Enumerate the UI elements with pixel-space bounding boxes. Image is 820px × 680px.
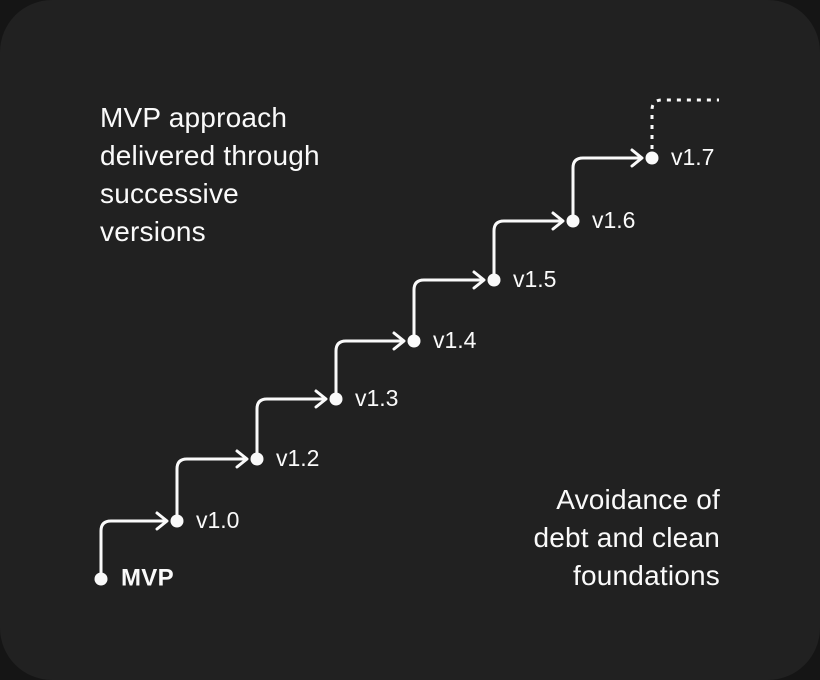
- step-dot: [487, 273, 501, 287]
- step-dot: [645, 151, 659, 165]
- step-label-v1-0: v1.0: [196, 506, 240, 533]
- step-dot: [94, 572, 108, 586]
- step-connector: [571, 156, 642, 223]
- step-label-v1-2: v1.2: [276, 444, 320, 471]
- diagram-title: MVP approach delivered through successiv…: [100, 99, 320, 251]
- arrowhead-icon: [630, 148, 644, 168]
- note-line: debt and clean: [533, 522, 720, 553]
- arrowhead-icon: [155, 511, 169, 531]
- step-label-mvp: MVP: [121, 564, 174, 592]
- step-connector: [175, 457, 247, 523]
- step-dot: [329, 392, 343, 406]
- step-connector: [334, 339, 404, 401]
- step-label-v1-5: v1.5: [513, 265, 557, 292]
- step-connector: [412, 278, 484, 343]
- arrowhead-icon: [235, 449, 249, 469]
- future-dashed-connector: [650, 98, 719, 149]
- step-connector: [492, 219, 563, 282]
- arrowhead-icon: [472, 270, 486, 290]
- step-dot: [407, 334, 421, 348]
- step-label-v1-7: v1.7: [671, 143, 715, 170]
- note-line: foundations: [573, 560, 720, 591]
- step-dot: [566, 214, 580, 228]
- arrowhead-icon: [392, 331, 406, 351]
- diagram-note: Avoidance of debt and clean foundations: [533, 481, 720, 595]
- step-label-v1-3: v1.3: [355, 384, 399, 411]
- step-dot: [250, 452, 264, 466]
- note-line: Avoidance of: [556, 484, 720, 515]
- title-line: versions: [100, 216, 206, 247]
- title-line: delivered through: [100, 140, 320, 171]
- title-line: successive: [100, 178, 239, 209]
- arrowhead-icon: [314, 389, 328, 409]
- title-line: MVP approach: [100, 102, 288, 133]
- step-connector: [99, 519, 167, 581]
- step-dot: [170, 514, 184, 528]
- step-label-v1-6: v1.6: [592, 206, 636, 233]
- arrowhead-icon: [551, 211, 565, 231]
- step-label-v1-4: v1.4: [433, 326, 477, 353]
- step-connector: [255, 397, 326, 461]
